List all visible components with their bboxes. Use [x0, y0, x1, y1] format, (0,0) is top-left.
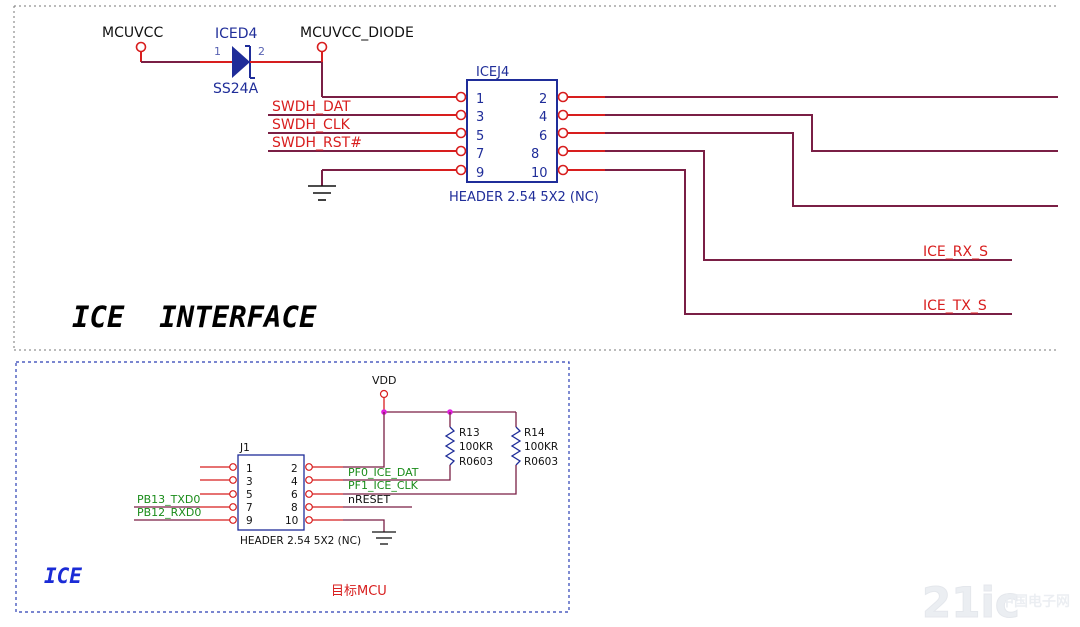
mcuvcc-label: MCUVCC: [102, 25, 163, 41]
net-pf0: PF0_ICE_DAT: [348, 466, 419, 479]
net-ice-rx: ICE_RX_S: [923, 244, 988, 260]
ice-interface-section: MCUVCC ICED4 SS24A 1 2 MCUVCC_DIODE ICEJ…: [13, 5, 1058, 351]
diode-value: SS24A: [213, 81, 259, 97]
net-pb13: PB13_TXD0: [137, 493, 200, 506]
icej4-pin-left-4: 7: [476, 147, 484, 162]
r14-package: R0603: [524, 456, 558, 468]
ice-frame: [15, 361, 570, 613]
icej4-pin-left-5: 9: [476, 166, 484, 181]
icej4-pin-right-3: 6: [539, 129, 547, 144]
net-swdh-clk: SWDH_CLK: [272, 117, 351, 133]
ice-section: VDD R13 100KR R0603 R14 100KR R0603 J1: [15, 361, 570, 613]
j1-pin-left-2: 3: [246, 476, 253, 488]
ground-icej4: [308, 185, 336, 201]
icej4-footprint: HEADER 2.54 5X2 (NC): [449, 190, 599, 205]
mcuvcc-diode-port: [316, 41, 328, 53]
icej4-pin-left-3: 5: [476, 129, 484, 144]
net-swdh-rst: SWDH_RST#: [272, 135, 362, 151]
ice-caption: 目标MCU: [331, 584, 387, 599]
r14-ref: R14: [524, 427, 545, 439]
ice-title: ICE: [44, 564, 82, 588]
icej4-ref: ICEJ4: [476, 65, 509, 80]
r13-ref: R13: [459, 427, 480, 439]
r13-value: 100KR: [459, 441, 493, 453]
j1-pin-left-4: 7: [246, 502, 253, 514]
j1-pin-left-5: 9: [246, 515, 253, 527]
icej4-pin-left-1: 1: [476, 92, 484, 107]
net-pb12: PB12_RXD0: [137, 506, 201, 519]
j1-ref: J1: [239, 442, 250, 454]
diode-pin2: 2: [258, 45, 265, 58]
icej4-pin-right-2: 4: [539, 110, 547, 125]
r13-package: R0603: [459, 456, 493, 468]
icej4-right-pins: [557, 91, 605, 176]
ground-j1: [372, 531, 396, 545]
j1-footprint: HEADER 2.54 5X2 (NC): [240, 535, 361, 547]
header-j1: J1 HEADER 2.54 5X2 (NC) 1 3 5 7 9 2 4 6 …: [237, 442, 361, 547]
diode-ref: ICED4: [215, 26, 258, 42]
header-icej4: ICEJ4 HEADER 2.54 5X2 (NC) 1 3 5 7 9 2 4…: [449, 65, 599, 205]
net-ice-tx: ICE_TX_S: [923, 298, 987, 314]
j1-pin-right-2: 4: [291, 476, 298, 488]
mcuvcc-diode-label: MCUVCC_DIODE: [300, 25, 414, 41]
j1-left-pins: [200, 463, 237, 524]
icej4-left-pins: [420, 91, 467, 176]
resistor-r13: R13 100KR R0603: [444, 412, 493, 478]
resistor-r14: R14 100KR R0603: [510, 412, 558, 492]
icej4-pin-right-4: 8: [531, 147, 539, 162]
j1-pin-right-4: 8: [291, 502, 298, 514]
diode-pin1: 1: [214, 45, 221, 58]
net-swdh-dat: SWDH_DAT: [272, 99, 351, 115]
j1-pin-right-5: 10: [285, 515, 298, 527]
section-frame: [13, 5, 1058, 351]
vdd-label: VDD: [372, 374, 396, 387]
vdd-port: [379, 389, 389, 399]
ice-interface-title: ICE INTERFACE: [72, 300, 317, 334]
r14-value: 100KR: [524, 441, 558, 453]
j1-pin-left-1: 1: [246, 463, 253, 475]
mcuvcc-port: [135, 41, 147, 53]
icej4-pin-right-5: 10: [531, 166, 548, 181]
j1-right-pins: [305, 463, 343, 524]
watermark-subtext: 中国电子网: [1000, 593, 1070, 610]
diode-iced4: ICED4 SS24A 1 2: [213, 26, 265, 97]
j1-pin-right-3: 6: [291, 489, 298, 501]
watermark-text: 21ic: [922, 578, 1020, 627]
j1-pin-right-1: 2: [291, 463, 298, 475]
icej4-pin-right-1: 2: [539, 92, 547, 107]
icej4-pin-left-2: 3: [476, 110, 484, 125]
watermark-logo: 21ic 中国电子网: [922, 578, 1071, 627]
j1-pin-left-3: 5: [246, 489, 253, 501]
net-nreset: nRESET: [348, 493, 390, 506]
net-pf1: PF1_ICE_CLK: [348, 479, 419, 492]
